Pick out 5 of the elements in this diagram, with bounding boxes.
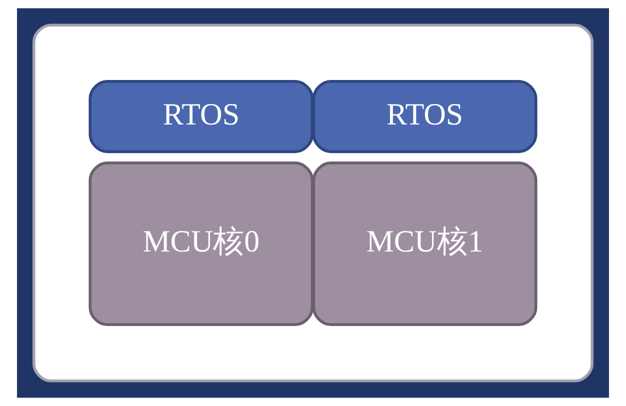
node-box: MCU核0 (88, 162, 314, 326)
node-box: MCU核1 (312, 162, 538, 326)
node-box: RTOS (312, 80, 538, 154)
cluster (32, 24, 594, 382)
node-box: RTOS (88, 80, 314, 154)
